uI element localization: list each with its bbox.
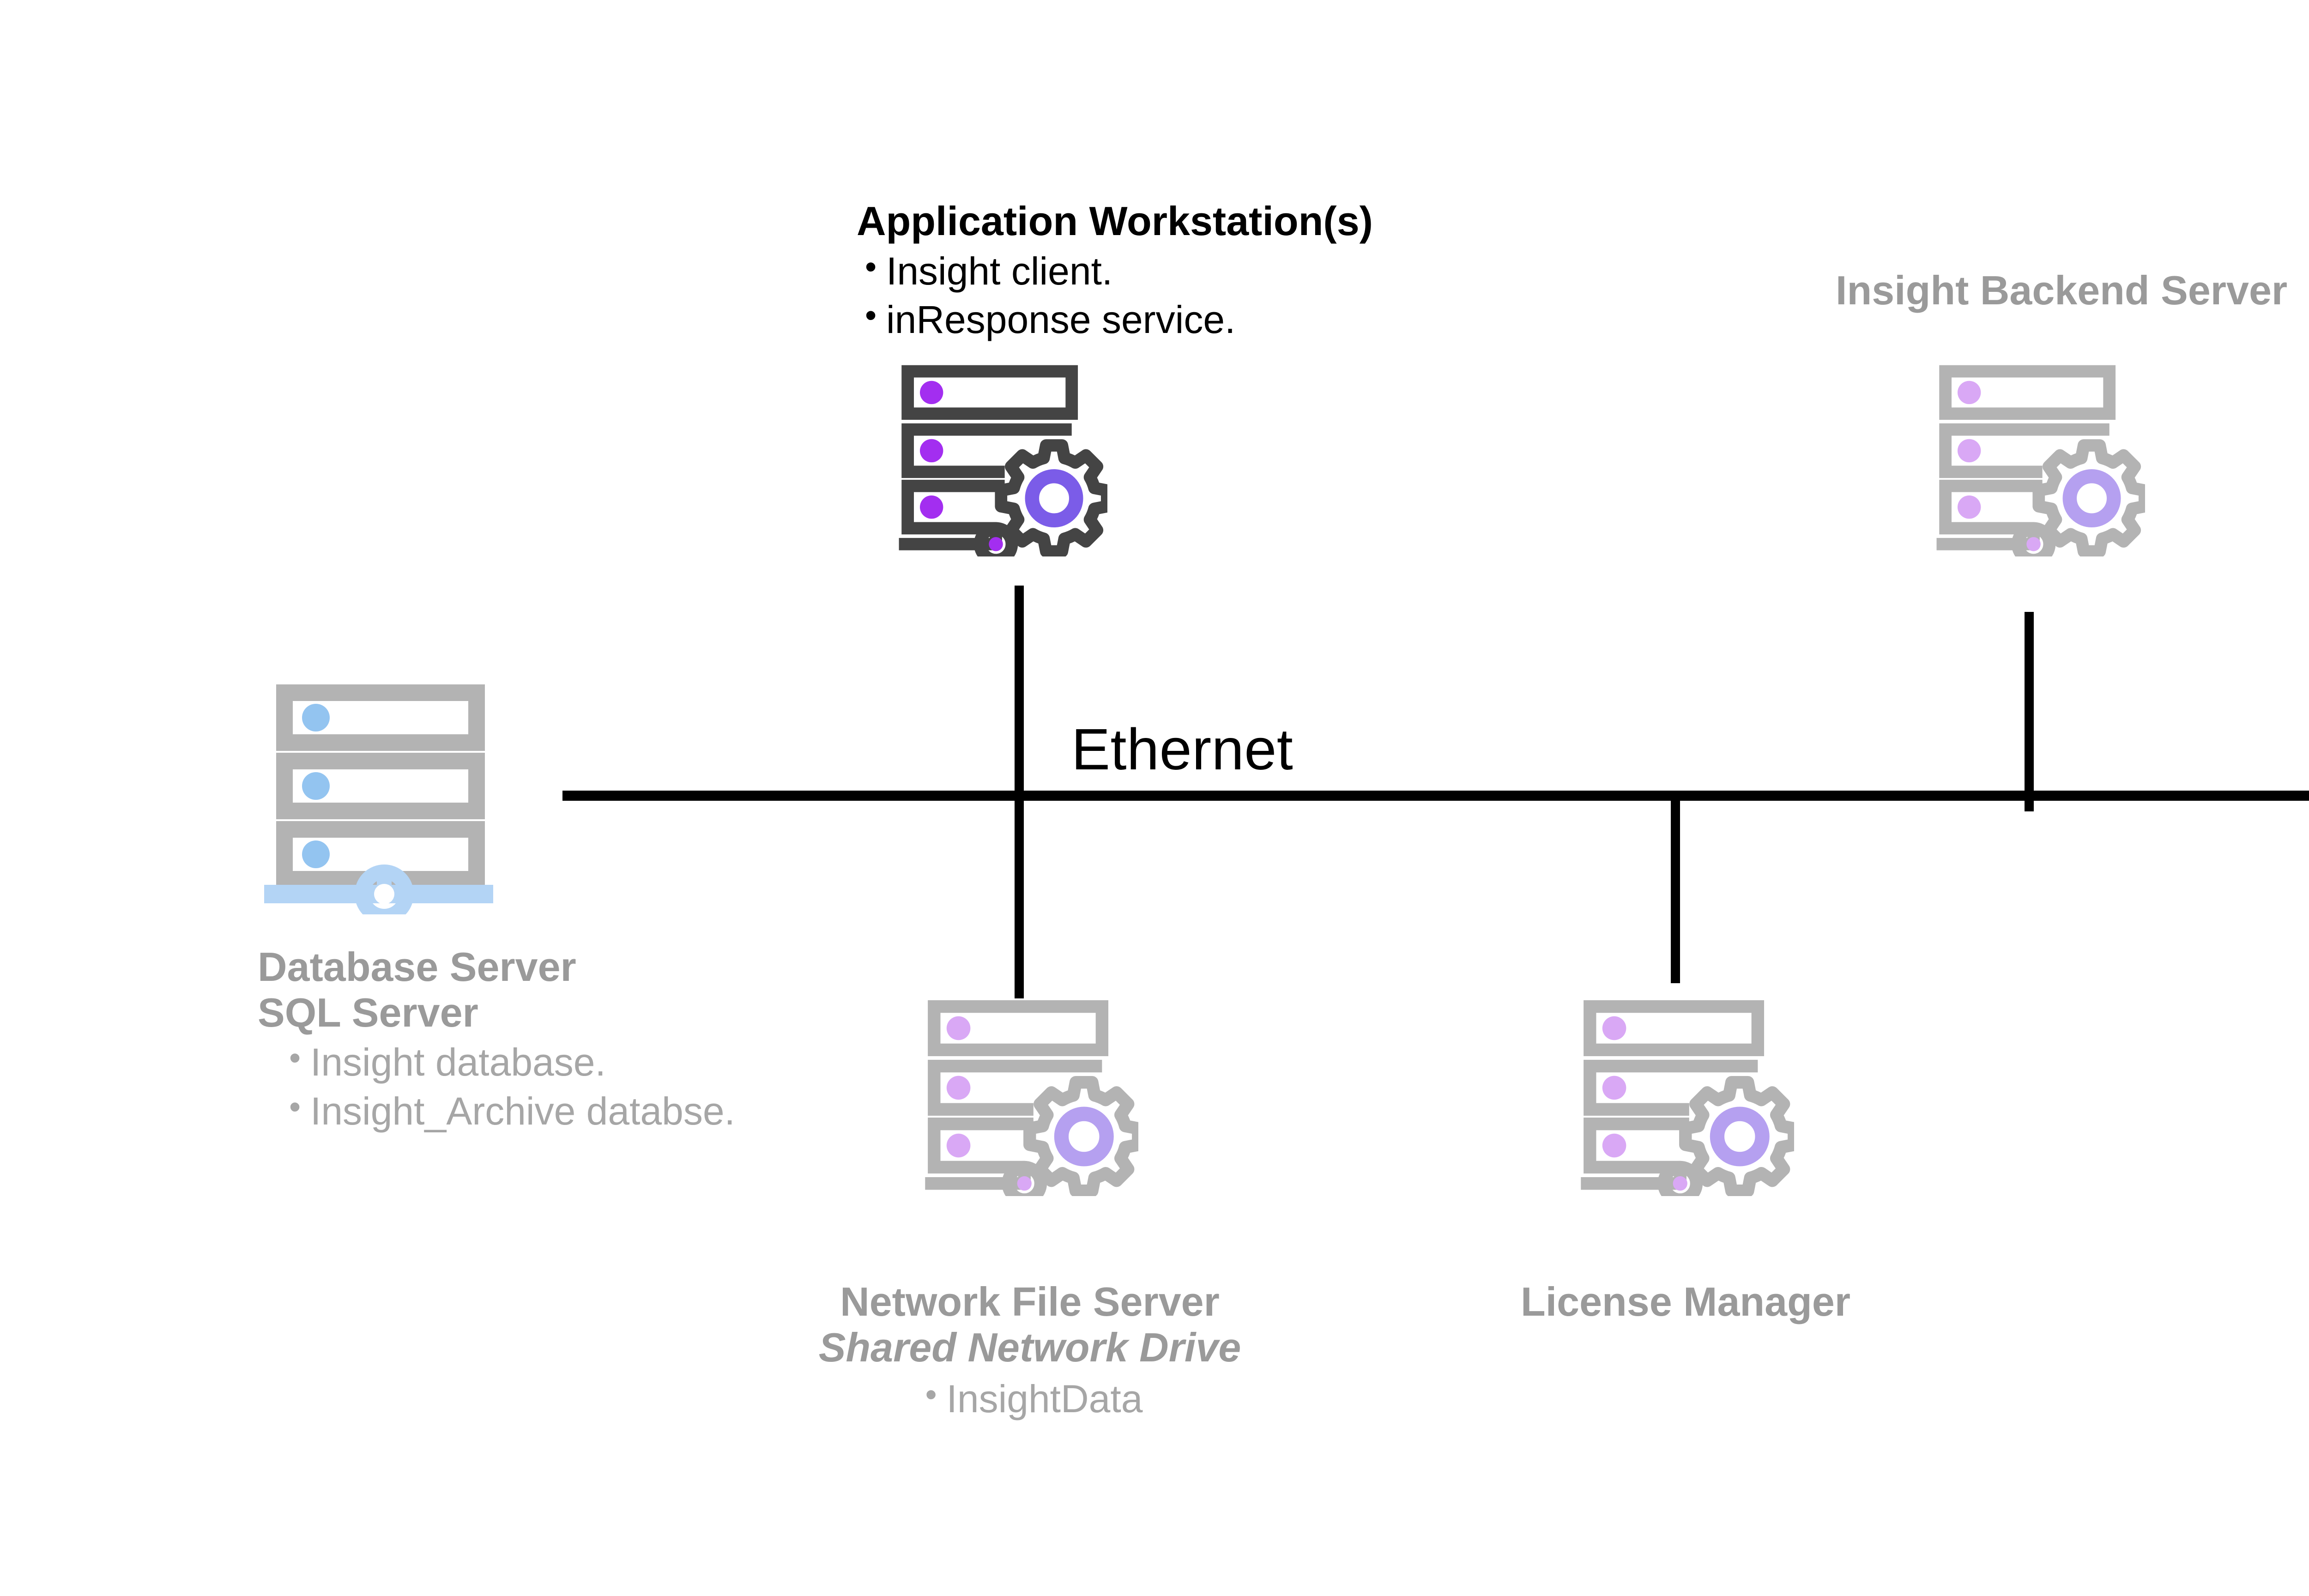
list-item: Insight database. [281,1037,735,1087]
list-item: Insight client. [857,246,1373,296]
node-bullets-database-server: Insight database. Insight_Archive databs… [281,1037,735,1136]
node-subtitle-database-server: SQL Server [258,989,478,1035]
ethernet-backbone [562,791,2309,801]
node-license-manager: License Manager [1422,1279,1949,1325]
node-title-network-file-server: Network File Server [840,1279,1220,1324]
node-subtitle-network-file-server: Shared Network Drive [818,1324,1241,1370]
drop-line-insight-backend-server [2025,612,2034,811]
node-network-file-server: Network File Server Shared Network Drive… [767,1279,1293,1424]
node-title-application-workstation: Application Workstation(s) [857,198,1373,244]
database-server-icon [259,674,499,914]
node-bullets-application-workstation: Insight client. inResponse service. [857,246,1373,345]
ethernet-label: Ethernet [1071,717,1294,782]
node-application-workstation: Application Workstation(s) Insight clien… [857,198,1373,345]
server-gear-icon-insight-backend-server [1933,363,2145,556]
node-title-database-server: Database Server [258,944,576,990]
node-title-license-manager: License Manager [1520,1279,1851,1324]
node-bullets-network-file-server: InsightData [917,1374,1143,1424]
drop-line-application-workstation [1015,586,1024,998]
list-item: InsightData [917,1374,1143,1424]
list-item: Insight_Archive databse. [281,1086,735,1136]
server-gear-icon-application-workstation [895,363,1107,556]
node-insight-backend-server: Insight Backend Server [1836,267,2288,314]
drop-line-license-manager [1671,797,1680,983]
server-gear-icon-network-file-server [921,998,1138,1196]
list-item: inResponse service. [857,295,1373,345]
node-title-insight-backend-server: Insight Backend Server [1836,267,2288,313]
node-database-server: Database Server SQL Server Insight datab… [258,944,735,1136]
server-gear-icon-license-manager [1577,998,1794,1196]
